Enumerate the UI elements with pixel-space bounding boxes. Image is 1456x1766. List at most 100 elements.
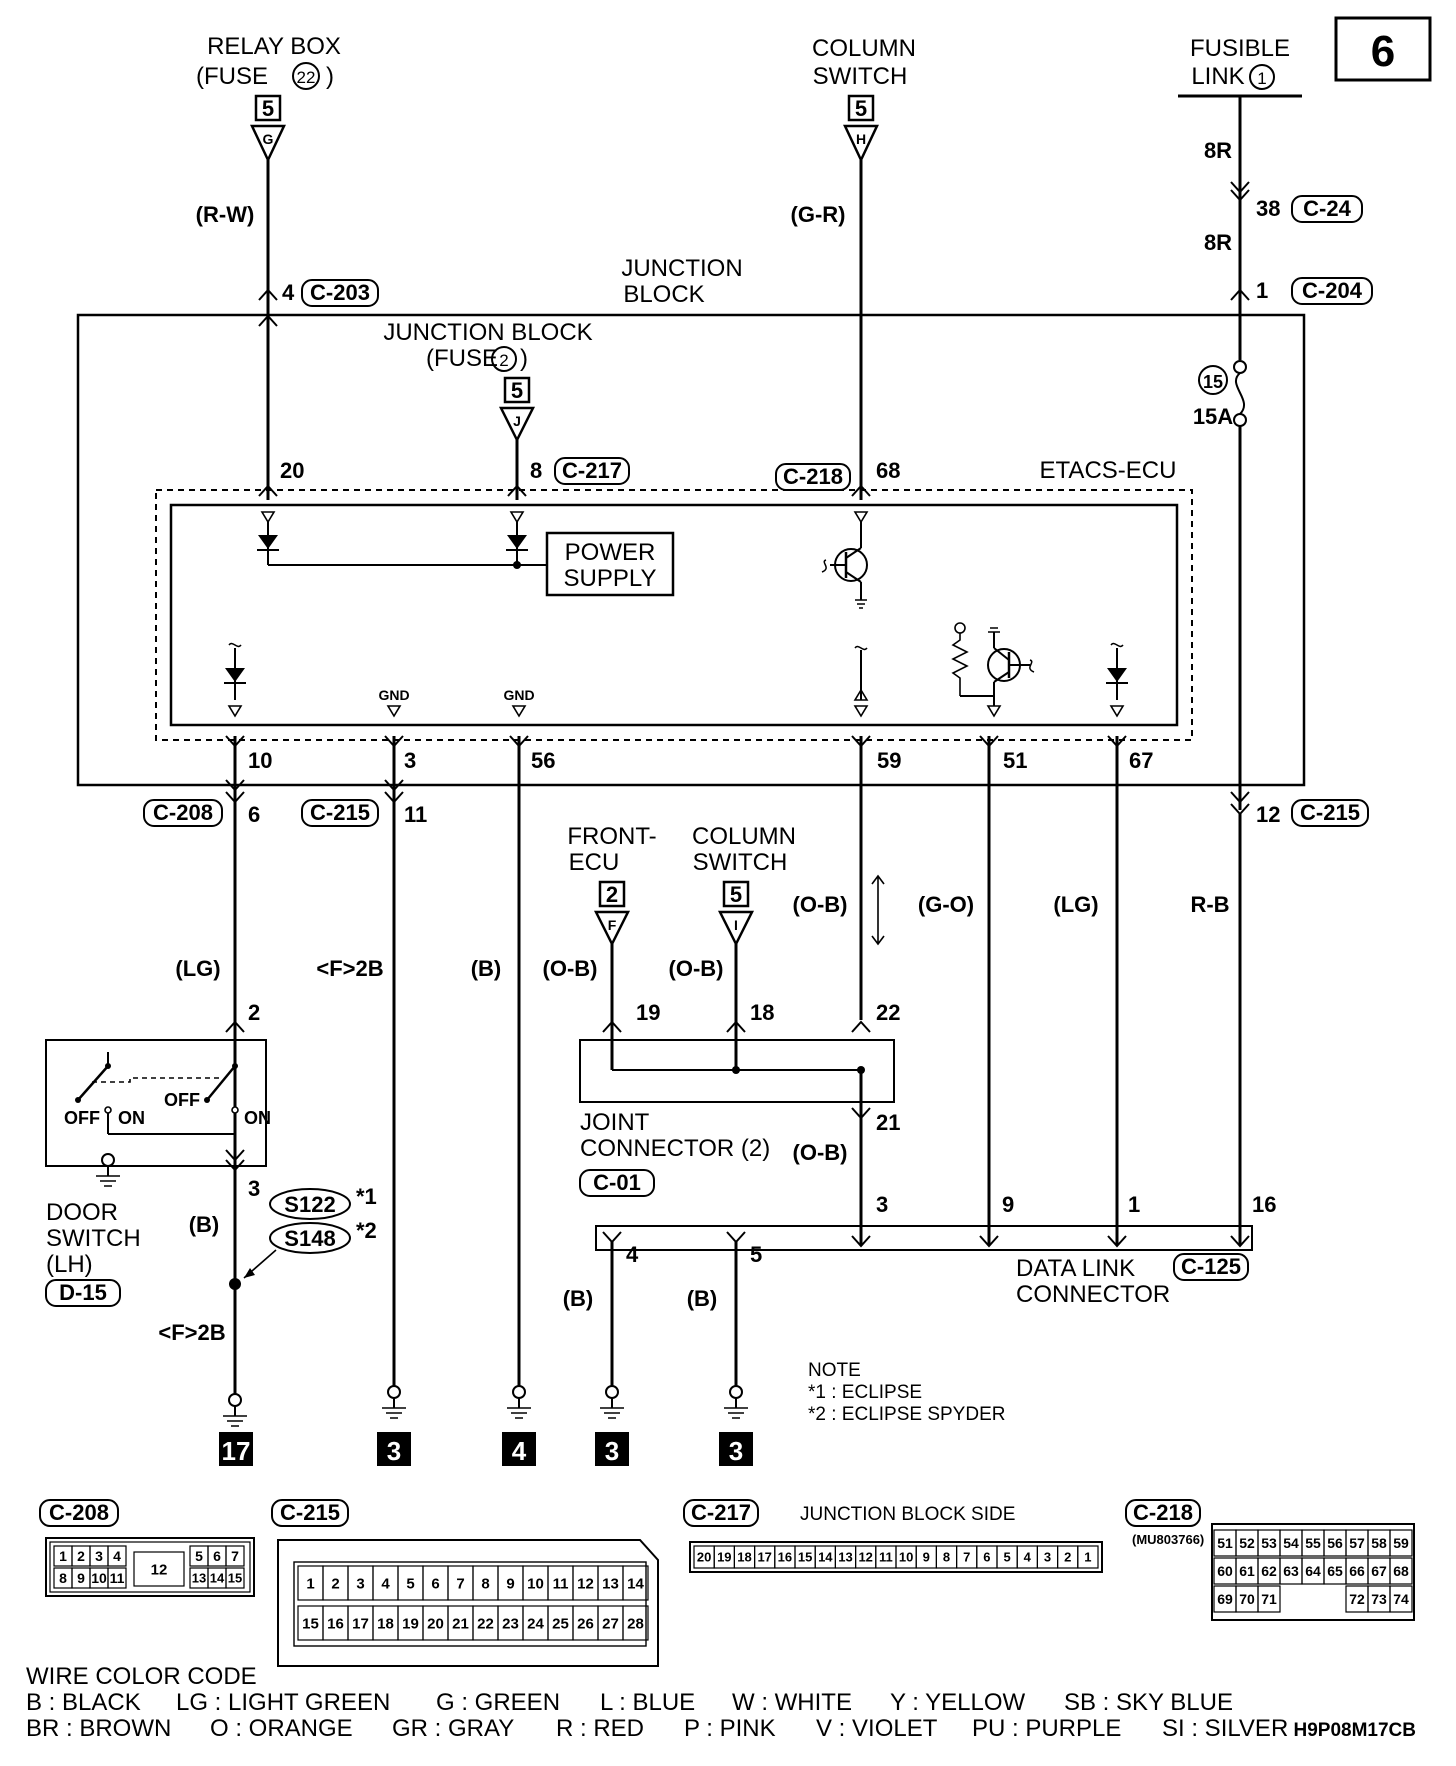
splice-point — [229, 1278, 241, 1290]
column-switch-source: COLUMN SWITCH 5 H (G-R) — [791, 35, 917, 227]
svg-text:(B): (B) — [471, 956, 502, 981]
svg-text:OFF: OFF — [64, 1108, 100, 1128]
svg-text:(FUSE: (FUSE — [426, 345, 498, 372]
pin-number: 10 — [91, 1570, 107, 1586]
svg-text:): ) — [520, 345, 528, 372]
pin-number: 26 — [577, 1615, 594, 1632]
pin-number: 28 — [627, 1615, 644, 1632]
svg-text:15: 15 — [1203, 372, 1223, 392]
svg-text:P : PINK: P : PINK — [684, 1715, 776, 1742]
relay-fuse-number: 22 — [297, 68, 316, 87]
relay-box-label: RELAY BOX — [207, 33, 341, 60]
svg-text:C-215: C-215 — [1300, 800, 1360, 825]
pin-number: 16 — [778, 1550, 792, 1565]
svg-text:(LG): (LG) — [175, 956, 220, 981]
svg-text:(O-B): (O-B) — [793, 892, 848, 917]
svg-text:SWITCH: SWITCH — [693, 849, 788, 876]
note: NOTE *1 : ECLIPSE *2 : ECLIPSE SPYDER — [808, 1360, 1005, 1425]
pin-number: 15 — [302, 1615, 319, 1632]
column-switch-2-source: COLUMN SWITCH 5 I — [692, 823, 796, 947]
svg-text:10: 10 — [248, 748, 272, 773]
relay-fuse-circle — [292, 62, 320, 90]
pin-number: 19 — [717, 1550, 731, 1565]
page-number-box — [1334, 16, 1432, 82]
pin-number: 61 — [1239, 1563, 1255, 1579]
svg-text:PU : PURPLE: PU : PURPLE — [972, 1715, 1121, 1742]
relay-pin: 4 — [282, 280, 295, 305]
pin-number: 2 — [331, 1575, 339, 1592]
svg-text:5: 5 — [750, 1242, 762, 1267]
etacs-ecu-title: ETACS-ECU — [1040, 457, 1177, 484]
svg-text:(G-O): (G-O) — [918, 892, 974, 917]
column-wire-color: (G-R) — [791, 202, 846, 227]
svg-text:6: 6 — [248, 802, 260, 827]
svg-text:3: 3 — [605, 1436, 619, 1466]
svg-text:(B): (B) — [687, 1286, 718, 1311]
pin-number: 9 — [506, 1575, 514, 1592]
svg-text:12: 12 — [1256, 802, 1280, 827]
svg-text:D-15: D-15 — [59, 1280, 107, 1305]
relay-close-paren: ) — [326, 63, 334, 90]
column-switch-2-arrow-icon — [717, 910, 755, 947]
svg-text:16: 16 — [1252, 1192, 1276, 1217]
pin-number: 62 — [1261, 1563, 1277, 1579]
pin-number: 5 — [1003, 1550, 1010, 1565]
svg-text:DOOR: DOOR — [46, 1199, 118, 1226]
column-arrow-icon — [843, 124, 879, 163]
junction-block-outline — [76, 313, 1306, 787]
svg-text:5: 5 — [730, 882, 742, 907]
pin-number: 18 — [377, 1615, 394, 1632]
pin-number: 7 — [456, 1575, 464, 1592]
svg-text:1: 1 — [1128, 1192, 1140, 1217]
c203-tag: C-203 — [301, 279, 379, 307]
relay-wire-color: (R-W) — [196, 202, 255, 227]
pin-number: 2 — [1064, 1550, 1071, 1565]
c204-label: C-204 — [1302, 278, 1363, 303]
power-supply-label-1: POWER — [565, 539, 656, 566]
pin-number: 16 — [327, 1615, 344, 1632]
front-ecu-arrow-icon — [593, 910, 631, 947]
pin-number: 12 — [858, 1550, 872, 1565]
svg-text:S122: S122 — [284, 1192, 335, 1217]
pin-number: 63 — [1283, 1563, 1299, 1579]
svg-text:C-125: C-125 — [1181, 1254, 1241, 1279]
svg-text:FRONT-: FRONT- — [567, 823, 656, 850]
c218-tag — [775, 463, 851, 491]
pin-number: 70 — [1239, 1591, 1255, 1607]
svg-text:3: 3 — [876, 1192, 888, 1217]
page-number: 6 — [1371, 27, 1395, 76]
relay-letter: G — [263, 131, 274, 147]
svg-text:(LH): (LH) — [46, 1251, 93, 1278]
pin-number: 17 — [352, 1615, 369, 1632]
gnd-label-2: GND — [503, 687, 534, 703]
pin-number: 21 — [452, 1615, 469, 1632]
jb-fuse-2: JUNCTION BLOCK (FUSE 2 ) 5 J — [383, 319, 593, 443]
pin-cell — [1257, 1585, 1281, 1613]
etacs-ecu-inner — [169, 503, 1179, 727]
diode-icon — [258, 535, 278, 549]
pin-cell — [1389, 1529, 1413, 1557]
junction-block-title-2: BLOCK — [623, 281, 704, 308]
pin-number: 15 — [228, 1571, 242, 1586]
ground-points: 17 3 4 3 3 — [219, 1385, 753, 1466]
fusible-number: 1 — [1257, 69, 1266, 88]
pin-number: 69 — [1217, 1591, 1233, 1607]
fusible-link-source: FUSIBLE LINK 1 8R 38 C-24 8R 1 C-204 — [1178, 35, 1373, 305]
svg-text:NOTE: NOTE — [808, 1360, 861, 1381]
svg-text:C-208: C-208 — [49, 1500, 109, 1525]
pin-number: 6 — [213, 1548, 221, 1564]
svg-text:SB : SKY BLUE: SB : SKY BLUE — [1064, 1689, 1233, 1716]
pin-number: 57 — [1349, 1535, 1365, 1551]
svg-text:*1: *1 — [356, 1184, 377, 1209]
pin-number: 60 — [1217, 1563, 1233, 1579]
svg-text:22: 22 — [876, 1000, 900, 1025]
fusible-label-1: FUSIBLE — [1190, 35, 1290, 62]
pin-number: 54 — [1283, 1535, 1299, 1551]
pin-number: 55 — [1305, 1535, 1321, 1551]
etacs-ecu-outline — [155, 489, 1193, 741]
